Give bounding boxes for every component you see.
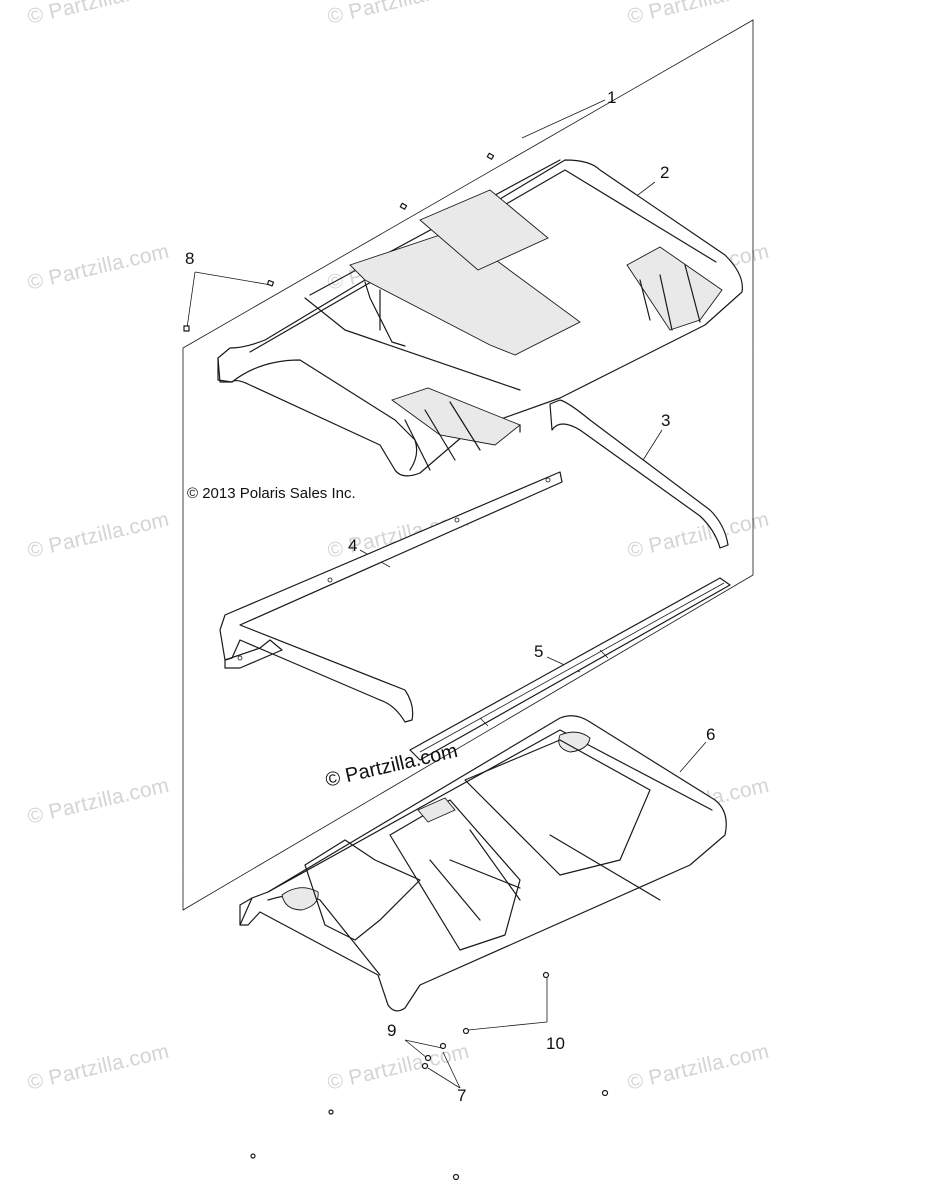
callout-9: 9 bbox=[387, 1021, 397, 1040]
assembly-outline bbox=[182, 19, 754, 911]
bar-part-5 bbox=[409, 577, 731, 761]
callout-5: 5 bbox=[534, 642, 544, 661]
callout-2: 2 bbox=[660, 163, 670, 182]
headliner-part-6 bbox=[239, 715, 727, 1012]
callout-3: 3 bbox=[661, 411, 671, 430]
callout-8: 8 bbox=[185, 249, 195, 268]
copyright-notice: © 2013 Polaris Sales Inc. bbox=[187, 485, 356, 502]
screw-part-8 bbox=[183, 152, 495, 332]
callout-7: 7 bbox=[457, 1086, 467, 1105]
callout-10: 10 bbox=[546, 1034, 565, 1053]
callout-4: 4 bbox=[348, 536, 358, 555]
callout-6: 6 bbox=[706, 725, 716, 744]
side-rail-part-4 bbox=[219, 471, 563, 723]
side-rail-part-3 bbox=[549, 399, 729, 549]
fastener-parts bbox=[250, 971, 609, 1181]
roof-top-part bbox=[217, 159, 743, 477]
callout-1: 1 bbox=[607, 88, 617, 107]
